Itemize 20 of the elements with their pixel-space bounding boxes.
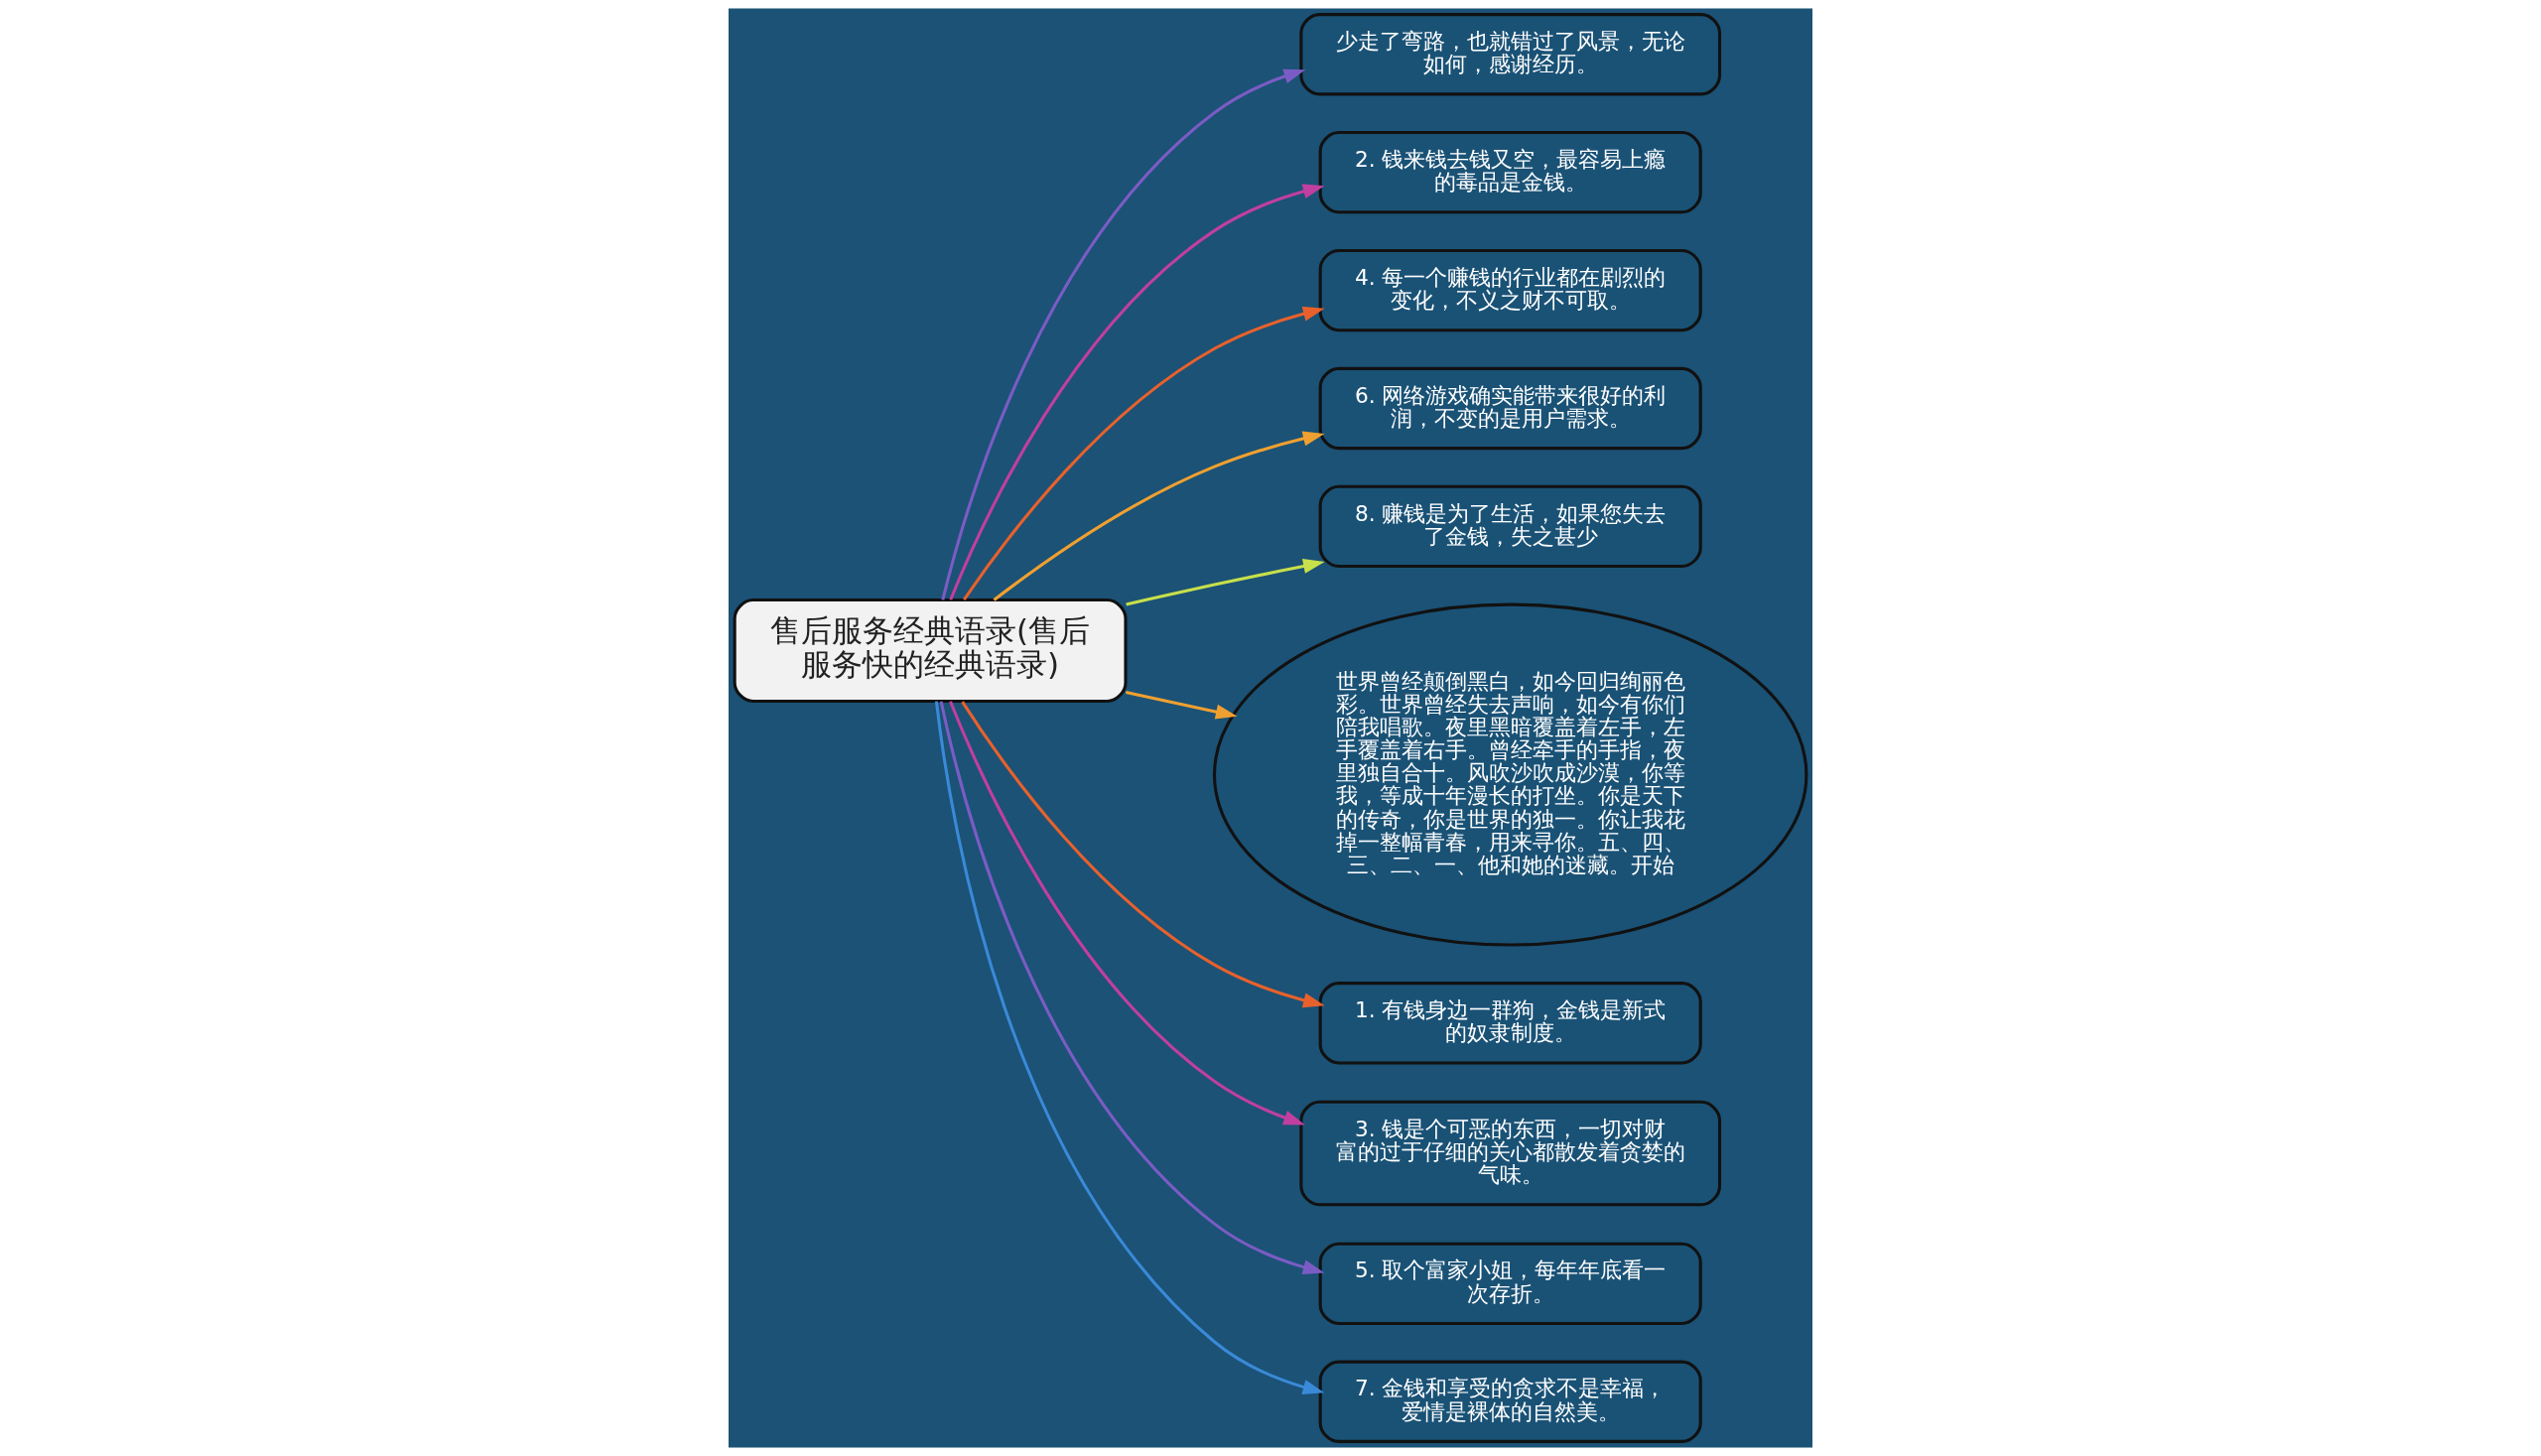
arrow: [1126, 558, 1325, 606]
node-box: 7. 金钱和享受的贪求不是幸福，爱情是裸体的自然美。: [1318, 1360, 1702, 1443]
node-box: 少走了弯路，也就错过了风景，无论如何，感谢经历。: [1299, 13, 1722, 96]
node-box: 8. 赚钱是为了生活，如果您失去了金钱，失之甚少: [1318, 484, 1702, 569]
node-box: 3. 钱是个可恶的东西，一切对财富的过于仔细的关心都散发着贪婪的气味。: [1299, 1100, 1722, 1207]
node-box: 售后服务经典语录(售后服务快的经典语录): [733, 598, 1128, 703]
arrow: [993, 431, 1325, 601]
node-box: 6. 网络游戏确实能带来很好的利润，不变的是用户需求。: [1318, 366, 1702, 451]
arrow: [961, 701, 1325, 1008]
arrow: [934, 701, 1325, 1394]
node-box: 1. 有钱身边一群狗，金钱是新式的奴隶制度。: [1318, 982, 1702, 1065]
arrow: [1125, 691, 1238, 720]
arrow: [963, 306, 1325, 601]
arrow: [949, 701, 1305, 1125]
arrow: [939, 701, 1325, 1275]
arrow: [941, 68, 1306, 600]
node-box: 4. 每一个赚钱的行业都在剧烈的变化，不义之财不可取。: [1318, 248, 1702, 332]
node-box: 5. 取个富家小姐，每年年底看一次存折。: [1318, 1242, 1702, 1326]
arrow: [949, 184, 1325, 600]
node-box: 2. 钱来钱去钱又空，最容易上瘾的毒品是金钱。: [1318, 130, 1702, 214]
